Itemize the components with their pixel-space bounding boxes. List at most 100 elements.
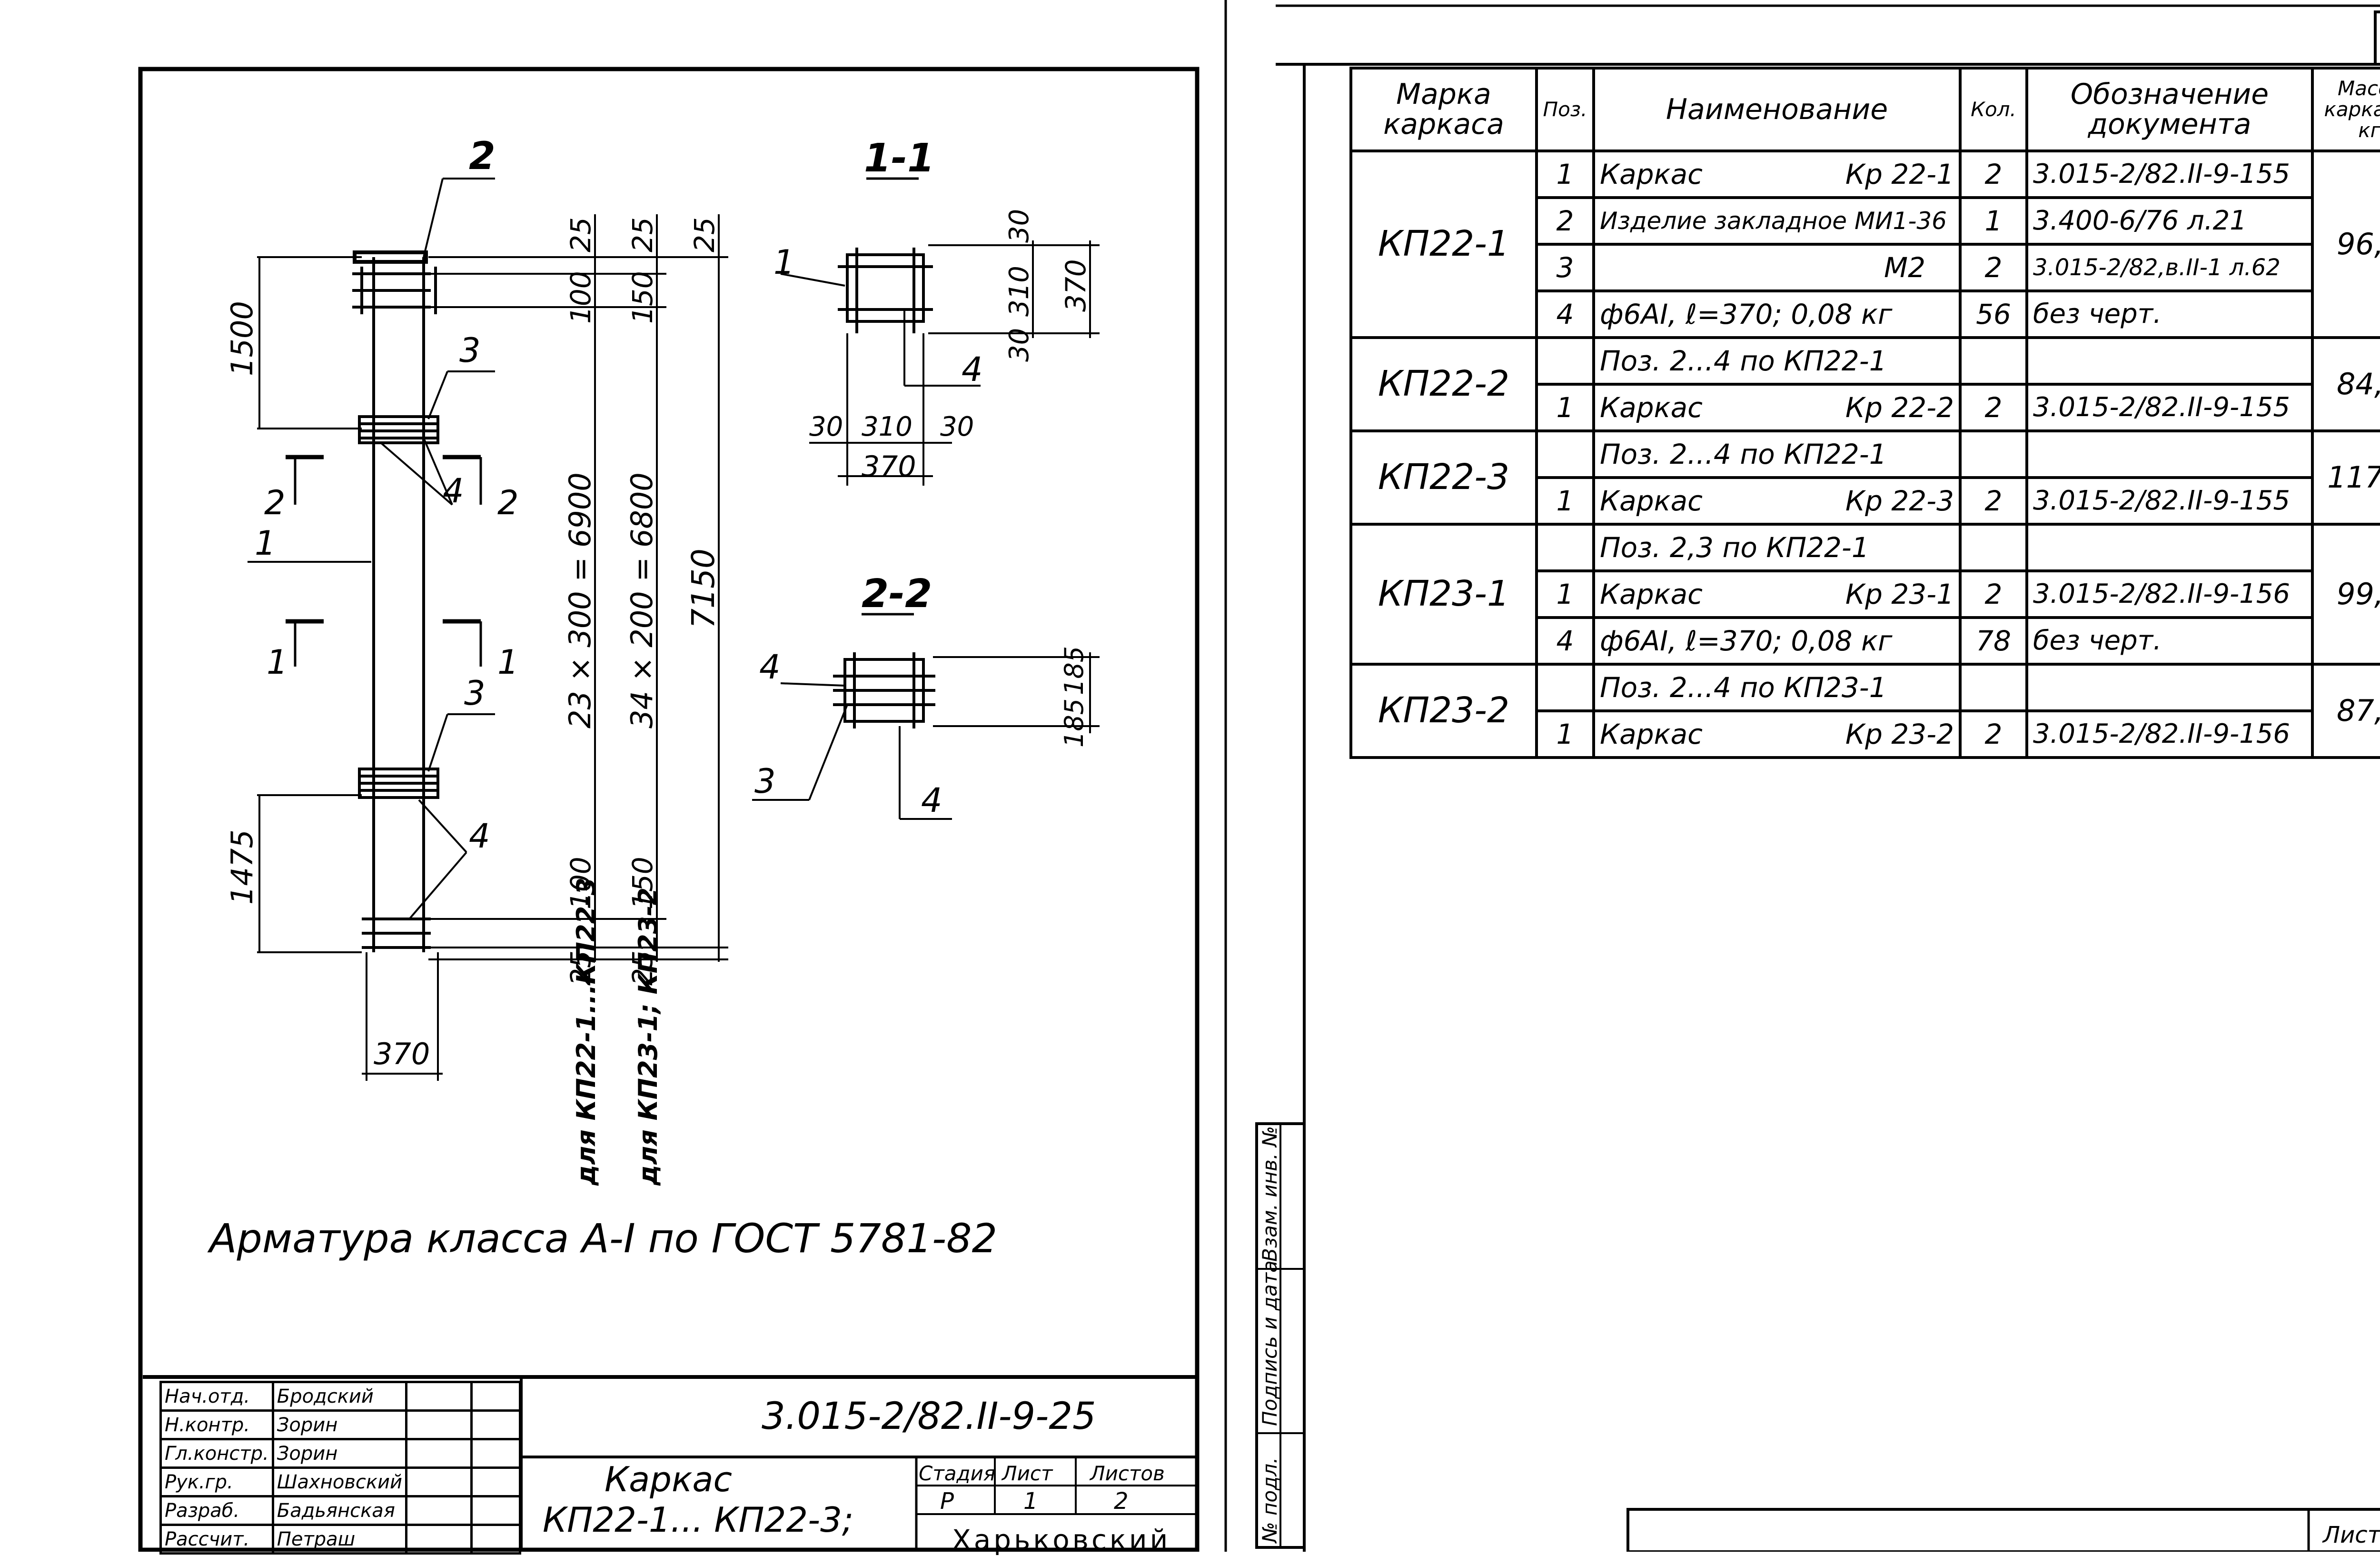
qty-cell: 2 bbox=[1959, 150, 2028, 199]
table-row: КП23-2 Поз. 2...4 по КП23-1 87,8 bbox=[1349, 663, 2380, 759]
role-name: Зорин bbox=[271, 1409, 408, 1440]
name-code: Кр 22-3 bbox=[1845, 484, 1954, 517]
table-row: КП22-2 Поз. 2...4 по КП22-1 84,2 bbox=[1349, 336, 2380, 432]
mark-cell: КП23-1 bbox=[1349, 523, 1538, 666]
callout-3-lower: 3 bbox=[464, 674, 486, 713]
name-cell: Поз. 2...4 по КП23-1 bbox=[1592, 663, 1962, 712]
mark-cell: КП22-2 bbox=[1349, 336, 1538, 432]
pos-cell: 4 bbox=[1535, 616, 1595, 666]
mark-cell: КП22-1 bbox=[1349, 150, 1538, 339]
role-name: Шахновский bbox=[271, 1466, 408, 1497]
name-code: Кр 22-1 bbox=[1845, 158, 1954, 190]
side-vzam: Взам. инв. № bbox=[1258, 1126, 1281, 1262]
dim-spacing-300: 23 × 300 = 6900 bbox=[563, 472, 597, 728]
qty-cell bbox=[1959, 336, 2028, 386]
section-1-1-title: 1-1 bbox=[864, 136, 934, 181]
name-cell: Изделие закладное МИ1-36 bbox=[1592, 196, 1962, 246]
dim-370-bottom-s: 370 bbox=[862, 450, 916, 483]
section-2-2-callout-3: 3 bbox=[754, 762, 776, 801]
name-code: Кр 23-2 bbox=[1845, 718, 1954, 750]
section-2-2-callout-4-bottom: 4 bbox=[921, 781, 942, 820]
right-footer-sheet-label: Лист bbox=[2322, 1522, 2380, 1548]
pos-cell: 1 bbox=[1535, 709, 1595, 759]
dim-310-bottom: 310 bbox=[862, 411, 912, 442]
table-row: КП22-3 Поз. 2...4 по КП22-1 117,0 bbox=[1349, 429, 2380, 526]
role-name: Петраш bbox=[271, 1524, 408, 1555]
doc-code: 3.015-2/82.II-9-25 bbox=[762, 1395, 1096, 1438]
title-line-2: КП22-1... КП22-3; bbox=[543, 1500, 854, 1540]
dim-30-d: 30 bbox=[940, 411, 974, 442]
note-for-kp22: для КП22-1...КП22-3 bbox=[571, 878, 601, 1186]
role-row: Разраб.Бадьянская bbox=[159, 1495, 521, 1526]
doc-cell bbox=[2025, 429, 2314, 479]
dim-150-top: 150 bbox=[626, 271, 659, 324]
header-mark: Марка каркаса bbox=[1349, 67, 1538, 152]
mass-cell: 99,8 bbox=[2311, 523, 2380, 666]
mass-cell: 87,8 bbox=[2311, 663, 2380, 759]
pos-cell: 4 bbox=[1535, 289, 1595, 339]
dim-370-side: 370 bbox=[1060, 259, 1092, 312]
sheets-value: 2 bbox=[1114, 1488, 1129, 1515]
dim-30-b: 30 bbox=[1004, 328, 1035, 362]
qty-cell bbox=[1959, 523, 2028, 572]
role-label: Гл.констр. bbox=[159, 1438, 274, 1469]
doc-cell bbox=[2025, 523, 2314, 572]
mass-cell: 84,2 bbox=[2311, 336, 2380, 432]
name-text: Каркас bbox=[1600, 158, 1703, 190]
dim-30-a: 30 bbox=[1004, 209, 1035, 243]
name-text: Каркас bbox=[1600, 718, 1703, 750]
role-label: Нач.отд. bbox=[159, 1381, 274, 1412]
name-cell: Каркас Кр 22-1 bbox=[1592, 150, 1962, 199]
name-cell: М2 bbox=[1592, 243, 1962, 292]
name-text: Поз. 2...4 по КП22-1 bbox=[1600, 438, 1887, 470]
name-text: Изделие закладное МИ1-36 bbox=[1600, 207, 1947, 235]
qty-cell: 2 bbox=[1959, 243, 2028, 292]
callout-4-lower: 4 bbox=[469, 817, 490, 856]
table-row: 4 ф6АI, ℓ=370; 0,08 кг 56 без черт. bbox=[1351, 289, 2380, 339]
name-text: Каркас bbox=[1600, 391, 1703, 424]
qty-cell: 2 bbox=[1959, 476, 2028, 526]
doc-cell bbox=[2025, 336, 2314, 386]
dim-310-side: 310 bbox=[1004, 266, 1035, 317]
table-row: 2 Изделие закладное МИ1-36 1 3.400-6/76 … bbox=[1351, 196, 2380, 246]
name-text: Каркас bbox=[1600, 578, 1703, 610]
name-code: М2 bbox=[1884, 251, 1925, 284]
pos-cell bbox=[1535, 429, 1595, 479]
note-for-kp23: для КП23-1; КП23-2 bbox=[633, 888, 663, 1186]
side-sign-date: Подпись и дата bbox=[1258, 1260, 1281, 1426]
pos-cell: 2 bbox=[1535, 196, 1595, 246]
stage-label: Стадия bbox=[919, 1462, 996, 1485]
qty-cell: 2 bbox=[1959, 383, 2028, 432]
dim-100-bottom: 100 bbox=[565, 857, 597, 909]
name-text: ф6АI, ℓ=370; 0,08 кг bbox=[1600, 298, 1893, 330]
dim-25-a: 25 bbox=[565, 217, 597, 252]
callout-2-top: 2 bbox=[469, 134, 496, 178]
section-1-1-callout-4: 4 bbox=[962, 350, 983, 389]
callout-3-upper: 3 bbox=[459, 331, 481, 370]
header-pos: Поз. bbox=[1535, 67, 1595, 152]
name-cell: ф6АI, ℓ=370; 0,08 кг bbox=[1592, 289, 1962, 339]
role-label: Рук.гр. bbox=[159, 1466, 274, 1497]
table-row: КП23-1 Поз. 2,3 по КП22-1 99,8 bbox=[1349, 523, 2380, 666]
qty-cell: 56 bbox=[1959, 289, 2028, 339]
mark-cell: КП23-2 bbox=[1349, 663, 1538, 759]
callout-1-rod: 1 bbox=[255, 524, 276, 563]
header-doc: Обозначение документа bbox=[2025, 67, 2314, 152]
mark-cell: КП22-3 bbox=[1349, 429, 1538, 526]
name-text: Поз. 2...4 по КП23-1 bbox=[1600, 671, 1887, 704]
role-name: Бадьянская bbox=[271, 1495, 408, 1526]
role-label: Рассчит. bbox=[159, 1524, 274, 1555]
name-cell: ф6АI, ℓ=370; 0,08 кг bbox=[1592, 616, 1962, 666]
dim-150-bottom: 150 bbox=[626, 857, 659, 909]
left-frame bbox=[138, 67, 1200, 1552]
org-name: Харьковский bbox=[952, 1524, 1171, 1556]
name-code: Кр 22-2 bbox=[1845, 391, 1954, 424]
section-2-2-title: 2-2 bbox=[862, 571, 932, 617]
dim-185-b: 185 bbox=[1059, 698, 1089, 748]
name-cell: Поз. 2...4 по КП22-1 bbox=[1592, 429, 1962, 479]
callout-4-upper: 4 bbox=[443, 471, 464, 510]
right-frame-svg: Взам. инв. № Подпись и дата № подл. Лист bbox=[1255, 4, 2380, 1552]
elevation-view bbox=[248, 178, 728, 1081]
